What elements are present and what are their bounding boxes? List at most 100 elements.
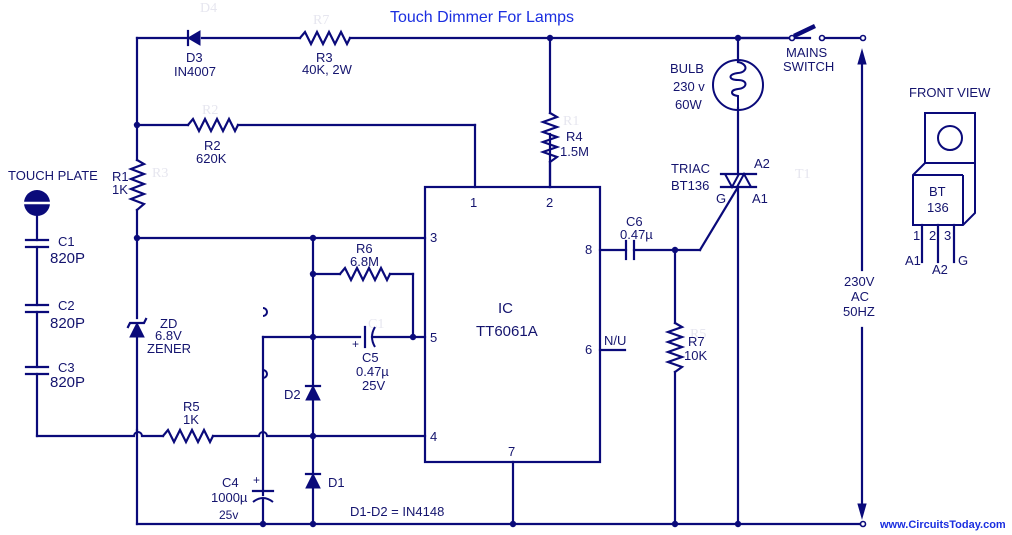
junction-dot (133, 234, 141, 242)
triac-a2: A2 (754, 156, 770, 171)
package-pin-2-name: A2 (932, 262, 948, 277)
c4-voltage: 25v (219, 508, 238, 522)
triac-g: G (716, 191, 726, 206)
ghost-label: R1 (563, 114, 579, 129)
r6-value: 6.8M (350, 254, 379, 269)
r1-ref: R1 (112, 169, 129, 184)
diode-d3 (186, 29, 201, 47)
junction-dot (259, 520, 267, 528)
ghost-label: R3 (152, 166, 168, 181)
package-pin-3-name: G (958, 253, 968, 268)
r2-branch (135, 123, 477, 189)
resistor-r7 (664, 321, 686, 374)
package-pin-1-name: A1 (905, 253, 921, 268)
supply-freq: 50HZ (843, 304, 875, 319)
terminal (859, 520, 867, 528)
bulb-ref: BULB (670, 61, 704, 76)
r1-value: 1K (112, 182, 128, 197)
r7-ref: R7 (688, 334, 705, 349)
ghost-label: R2 (202, 103, 218, 118)
d1-ref: D1 (328, 475, 345, 490)
ic-pin-3: 3 (430, 230, 437, 245)
top-rail (135, 36, 812, 162)
mains-switch[interactable] (736, 23, 867, 42)
ghost-label: R5 (690, 327, 706, 342)
c1-ref: C1 (58, 234, 75, 249)
triac-ref: TRIAC (671, 161, 710, 176)
zd-type: ZENER (147, 341, 191, 356)
r5-ref: R5 (183, 399, 200, 414)
triac (719, 171, 758, 190)
c2-value: 820P (50, 315, 85, 332)
c6-value: 0.47µ (620, 227, 653, 242)
wire-pin5 (261, 335, 427, 497)
website-link[interactable]: www.CircuitsToday.com (879, 519, 1006, 531)
capacitor-c6 (624, 239, 636, 261)
c5-ref: C5 (362, 350, 379, 365)
supply-voltage: 230V (844, 274, 875, 289)
triac-package (912, 112, 976, 264)
triac-value: BT136 (671, 178, 709, 193)
c3-value: 820P (50, 374, 85, 391)
zd-value: 6.8V (155, 328, 182, 343)
r2-value: 620K (196, 151, 227, 166)
ic-pin-8: 8 (585, 242, 592, 257)
resistor-r6 (338, 265, 392, 283)
bulb (712, 59, 764, 111)
zener-diode (126, 317, 148, 338)
package-pin-2-num: 2 (929, 228, 936, 243)
junction-dot (133, 121, 141, 129)
r7-value: 10K (684, 348, 707, 363)
r3-ref: R3 (316, 50, 333, 65)
d2-ref: D2 (284, 387, 301, 402)
c5-plus: + (352, 337, 359, 351)
package-pin-1-num: 1 (913, 228, 920, 243)
c4-value: 1000µ (211, 490, 248, 505)
touch-plate[interactable] (24, 190, 50, 216)
c4-plus: + (253, 473, 260, 487)
capacitor-c4 (251, 489, 275, 503)
ghost-label: C1 (368, 317, 384, 332)
pin6-nu: N/U (604, 333, 626, 348)
diode-d1 (304, 472, 322, 489)
c1-value: 820P (50, 250, 85, 267)
c2-ref: C2 (58, 298, 75, 313)
ghost-label: R7 (313, 13, 329, 28)
wire-crossover (262, 307, 268, 317)
switch-label-line1: MAINS (786, 45, 828, 60)
junction-dot (309, 520, 317, 528)
ic-pin-2: 2 (546, 195, 553, 210)
supply-arrow (857, 48, 867, 526)
r5-value: 1K (183, 412, 199, 427)
ic-pin-1: 1 (470, 195, 477, 210)
ic-ref: IC (498, 300, 513, 317)
ghost-label: T1 (795, 167, 811, 182)
zd-ref: ZD (160, 316, 177, 331)
ic-pin-7: 7 (508, 444, 515, 459)
ic-pin-5: 5 (430, 330, 437, 345)
c3-ref: C3 (58, 360, 75, 375)
switch-label-line2: SWITCH (783, 59, 834, 74)
c6-ref: C6 (626, 214, 643, 229)
resistor-r1 (127, 158, 148, 212)
triac-a1: A1 (752, 191, 768, 206)
resistor-r5 (161, 427, 215, 445)
ic-value: TT6061A (476, 323, 538, 340)
touch-plate-label: TOUCH PLATE (8, 168, 98, 183)
package-label-2: 136 (927, 200, 949, 215)
bottom-rail (135, 428, 862, 526)
capacitor-c5 (363, 325, 376, 349)
resistor-r3 (298, 29, 352, 47)
d3-value: IN4007 (174, 64, 216, 79)
supply-type: AC (851, 289, 869, 304)
package-pin-3-num: 3 (944, 228, 951, 243)
c5-voltage: 25V (362, 378, 385, 393)
r2-ref: R2 (204, 138, 221, 153)
r4-value: 1.5M (560, 144, 589, 159)
ic-pin-6: 6 (585, 342, 592, 357)
diagram-title: Touch Dimmer For Lamps (390, 9, 574, 26)
wire-pin8 (598, 185, 740, 252)
resistor-r2 (186, 116, 240, 134)
front-view-title: FRONT VIEW (909, 85, 991, 100)
